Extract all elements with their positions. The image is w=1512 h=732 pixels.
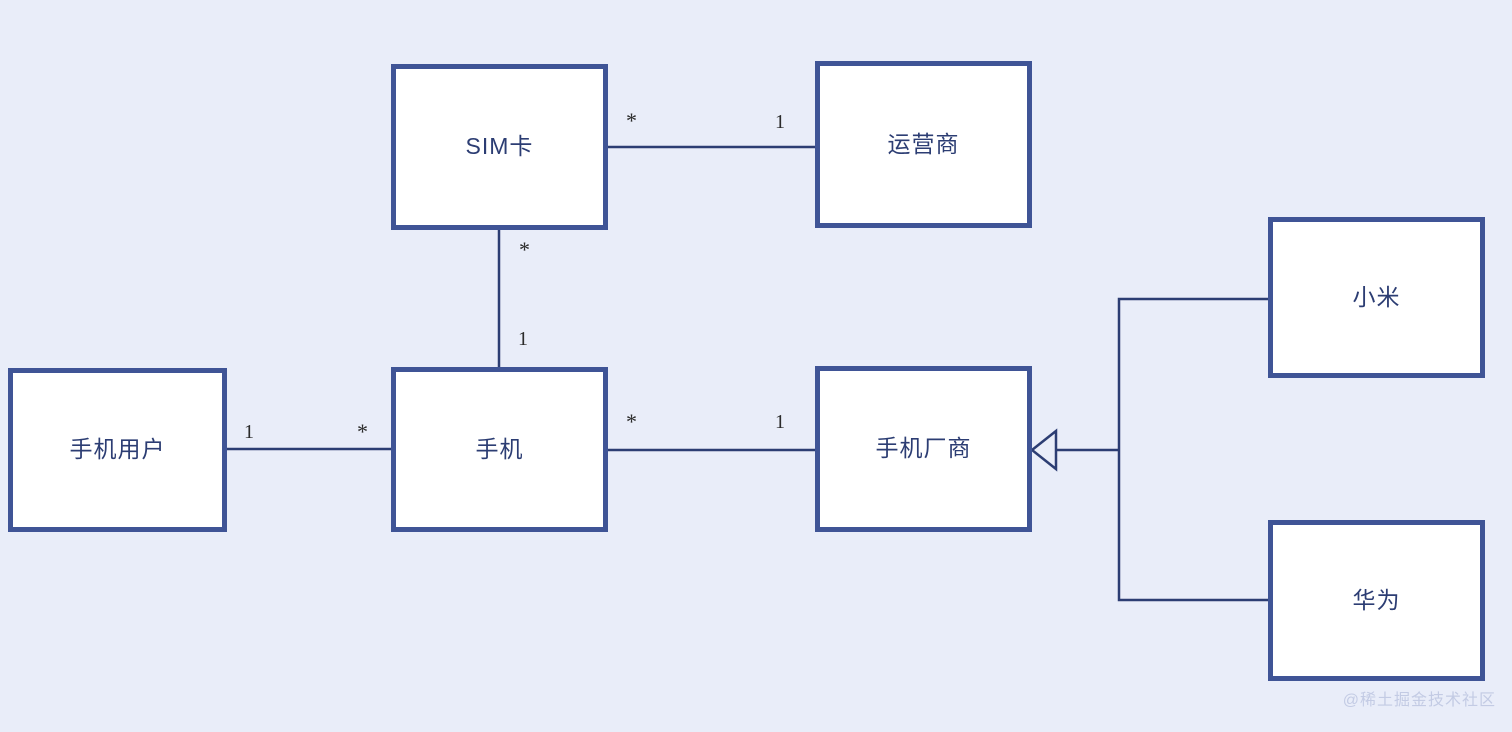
node-label: SIM卡 [465,133,534,160]
node-sim-card[interactable]: SIM卡 [391,64,608,230]
node-label: 手机用户 [69,436,166,463]
multiplicity-user-phone-star: * [357,419,368,444]
multiplicity-phone-maker-one: 1 [775,411,785,433]
multiplicity-sim-carrier-star: * [626,108,637,133]
edge-generalization-huawei [1117,450,1268,602]
node-label: 手机厂商 [875,435,972,462]
node-phone-user[interactable]: 手机用户 [8,368,227,532]
watermark: @稀土掘金技术社区 [1342,692,1496,709]
multiplicity-sim-phone-one: 1 [518,328,528,350]
generalization-arrowhead-icon [1029,428,1058,472]
node-carrier[interactable]: 运营商 [815,61,1032,228]
edge-generalization-xiaomi [1117,297,1268,450]
node-phone-manufacturer[interactable]: 手机厂商 [815,366,1032,532]
multiplicity-phone-maker-star: * [626,409,637,434]
multiplicity-sim-phone-star: * [519,237,530,262]
multiplicity-sim-carrier-one: 1 [775,111,785,133]
node-xiaomi[interactable]: 小米 [1268,217,1485,378]
node-label: 华为 [1352,586,1401,613]
node-label: 小米 [1352,283,1401,310]
multiplicity-user-phone-one: 1 [244,421,254,443]
node-label: 运营商 [887,130,960,157]
node-huawei[interactable]: 华为 [1268,520,1485,681]
node-phone[interactable]: 手机 [391,367,608,532]
node-label: 手机 [475,435,524,462]
